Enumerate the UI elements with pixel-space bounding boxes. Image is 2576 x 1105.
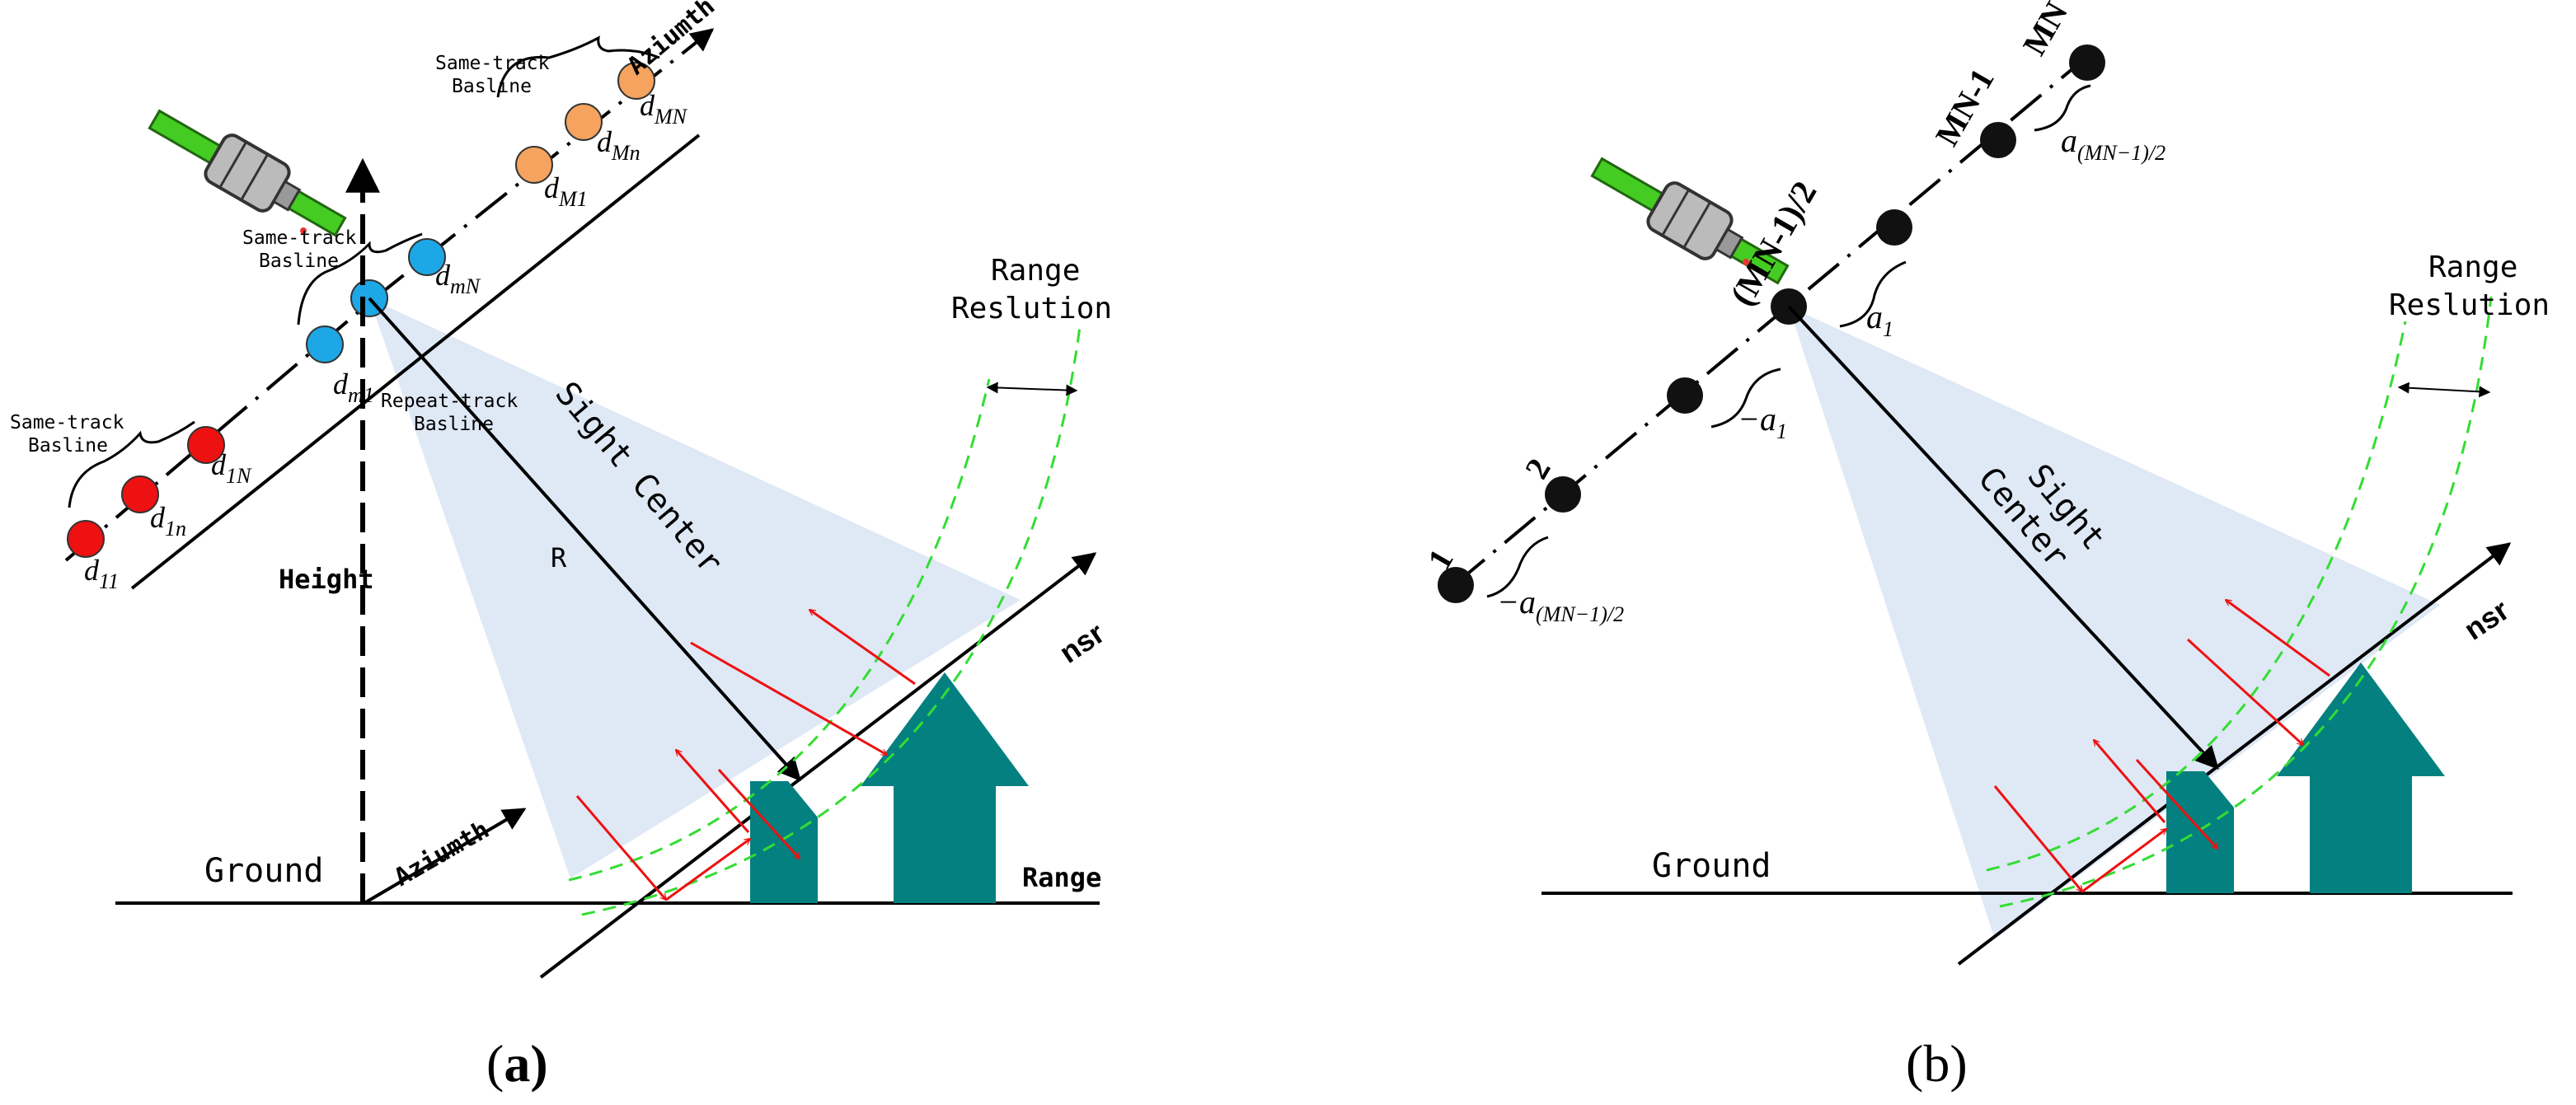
range-resolution-arc-inner: [568, 378, 991, 882]
ground-label: Ground: [204, 852, 324, 890]
a-label: −a(MN−1)/2: [1497, 583, 1624, 626]
brace: [1486, 536, 1549, 598]
brace: [1839, 260, 1907, 328]
range-resolution-arrow: [986, 382, 1078, 396]
satellite-icon: [1590, 157, 1790, 285]
antenna-dot: [121, 475, 159, 513]
d-label: dM1: [544, 171, 588, 211]
index-label-mn: MN: [2015, 0, 2075, 61]
radar-beam: [1789, 307, 2440, 939]
brace-left: [68, 420, 195, 508]
azimuth-top-label: Aziumth: [622, 0, 720, 81]
nsr-label: nsr: [2458, 592, 2515, 646]
antenna-dot: [67, 520, 105, 558]
brace-top: [496, 35, 660, 98]
antenna-dot: [1876, 209, 1912, 246]
nsr-axis: [539, 552, 1097, 979]
range-resolution-arc-inner: [1986, 321, 2407, 872]
brace: [1710, 368, 1781, 428]
range-label: Range: [1022, 862, 1101, 893]
d-label: dMN: [640, 89, 688, 129]
antenna-dot: [2069, 44, 2105, 81]
antenna-dot: [515, 146, 553, 184]
a-label: a1: [1866, 298, 1893, 341]
d-label: dmN: [435, 259, 481, 298]
echo-arrows: [1993, 600, 2330, 892]
radar-beam: [369, 298, 1021, 878]
a-label: a(MN−1)/2: [2061, 122, 2165, 165]
small-building: [2166, 771, 2234, 893]
antenna-dot: [306, 325, 344, 363]
echo-arrows: [575, 610, 916, 900]
nsr-label: nsr: [1053, 616, 1110, 669]
antenna-dot: [1438, 567, 1474, 603]
sight-center-arrow: [368, 297, 801, 782]
range-resolution-arc-outer: [581, 325, 1082, 916]
satellite-icon: [148, 109, 347, 237]
height-label: Height: [279, 564, 374, 595]
repeat-track-line: [130, 133, 701, 590]
d-label: d1n: [150, 501, 186, 541]
index-label-1: 1: [1420, 543, 1461, 576]
large-building: [2277, 663, 2445, 893]
a-label: −a1: [1738, 400, 1787, 443]
antenna-dot: [1545, 476, 1581, 513]
antenna-dot: [1980, 122, 2016, 158]
large-building: [861, 672, 1029, 903]
azimuth-ground-label: Aziumth: [390, 815, 495, 892]
antenna-dot: [1667, 377, 1703, 414]
sight-center-arrow: [1787, 305, 2219, 770]
panel-a-caption: (a): [486, 1034, 548, 1093]
d-label: dMn: [597, 125, 640, 165]
d-label: d11: [84, 554, 119, 593]
ground-label: Ground: [1652, 847, 1771, 885]
range-resolution-arrow: [2397, 382, 2491, 398]
r-label: R: [551, 542, 567, 574]
d-label: d1N: [211, 448, 252, 488]
index-label-2: 2: [1518, 452, 1558, 485]
brace: [2034, 84, 2091, 132]
antenna-dot: [617, 62, 655, 100]
azimuth-ground-arrow: [363, 808, 527, 905]
antenna-dot: [408, 238, 446, 276]
panel-b: MN MN-1 (MN-1)/2 2 1 a(MN−1)/2 a1 −a1 −a…: [1420, 0, 2550, 1093]
panel-b-caption: (b): [1906, 1034, 1968, 1093]
brace-mid: [297, 232, 423, 325]
antenna-dot: [565, 103, 603, 141]
antenna-dot: [187, 426, 225, 464]
d-label: dm1: [333, 368, 374, 407]
